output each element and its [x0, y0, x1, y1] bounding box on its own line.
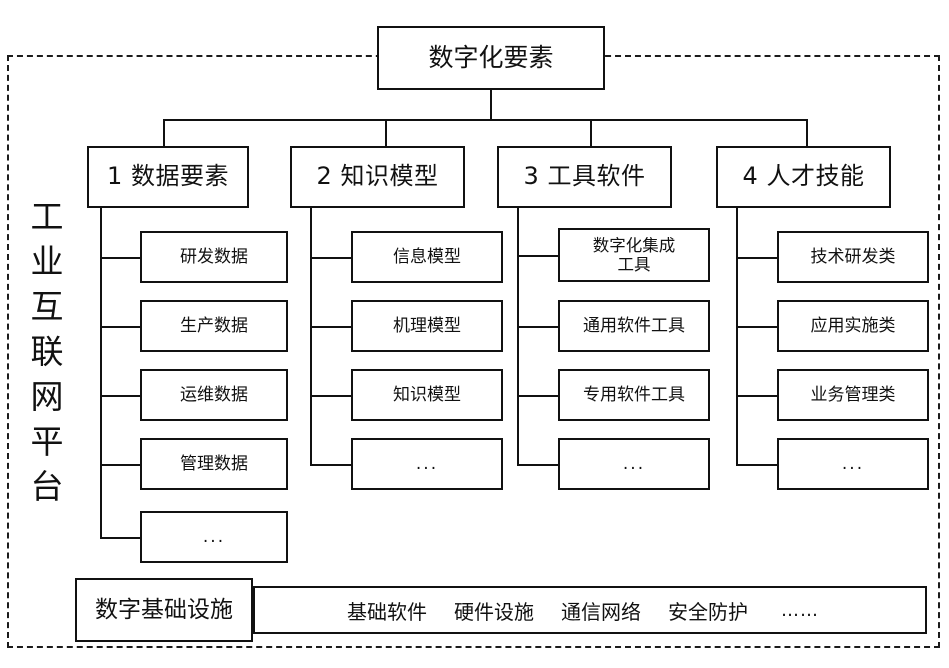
- connector-stub-3-4: [517, 464, 559, 466]
- category-node-talent-skills[interactable]: 4 人才技能: [716, 146, 891, 208]
- leaf-node[interactable]: 知识模型: [351, 369, 503, 421]
- connector-stub-2-1: [310, 257, 352, 259]
- leaf-node[interactable]: 机理模型: [351, 300, 503, 352]
- infrastructure-item[interactable]: 安全防护: [668, 599, 748, 624]
- leaf-node-more[interactable]: ...: [140, 511, 288, 563]
- connector-root-drop: [490, 90, 492, 120]
- leaf-node[interactable]: 数字化集成 工具: [558, 228, 710, 282]
- infrastructure-item[interactable]: 通信网络: [561, 599, 641, 624]
- leaf-node-more[interactable]: ...: [351, 438, 503, 490]
- platform-label-char: 工: [30, 197, 64, 236]
- connector-stub-4-4: [736, 464, 778, 466]
- connector-stub-2-3: [310, 395, 352, 397]
- category-node-knowledge-models[interactable]: 2 知识模型: [290, 146, 465, 208]
- connector-stub-1-1: [100, 257, 141, 259]
- connector-drop-1: [163, 119, 165, 148]
- connector-stub-4-3: [736, 395, 778, 397]
- leaf-node[interactable]: 信息模型: [351, 231, 503, 283]
- connector-rail-1: [100, 208, 102, 539]
- infrastructure-label[interactable]: 数字基础设施: [75, 578, 253, 642]
- platform-label-char: 平: [30, 422, 64, 461]
- infrastructure-items: 基础软件 硬件设施 通信网络 安全防护 ……: [347, 596, 819, 625]
- connector-drop-2: [385, 119, 387, 148]
- connector-rail-4: [736, 208, 738, 465]
- platform-label-char: 业: [30, 242, 64, 281]
- connector-stub-1-3: [100, 395, 141, 397]
- leaf-node[interactable]: 研发数据: [140, 231, 288, 283]
- platform-label-char: 台: [30, 467, 64, 506]
- leaf-node-more[interactable]: ...: [558, 438, 710, 490]
- leaf-node-more[interactable]: ...: [777, 438, 929, 490]
- leaf-node[interactable]: 运维数据: [140, 369, 288, 421]
- infrastructure-item[interactable]: 基础软件: [347, 599, 427, 624]
- connector-bus: [163, 119, 808, 121]
- connector-stub-4-1: [736, 257, 778, 259]
- category-node-tool-software[interactable]: 3 工具软件: [497, 146, 672, 208]
- connector-rail-3: [517, 208, 519, 465]
- connector-stub-1-2: [100, 326, 141, 328]
- platform-label: 工 业 互 联 网 平 台: [18, 200, 76, 503]
- connector-stub-2-2: [310, 326, 352, 328]
- infrastructure-item[interactable]: 硬件设施: [454, 599, 534, 624]
- platform-label-char: 联: [30, 332, 64, 371]
- leaf-node[interactable]: 生产数据: [140, 300, 288, 352]
- connector-stub-2-4: [310, 464, 352, 466]
- platform-label-char: 互: [30, 287, 64, 326]
- root-node-digital-elements[interactable]: 数字化要素: [377, 26, 605, 90]
- infrastructure-item-more: ……: [781, 599, 819, 621]
- connector-drop-3: [590, 119, 592, 148]
- leaf-node[interactable]: 应用实施类: [777, 300, 929, 352]
- connector-stub-3-3: [517, 395, 559, 397]
- infrastructure-bar: 基础软件 硬件设施 通信网络 安全防护 ……: [253, 586, 927, 634]
- leaf-node[interactable]: 业务管理类: [777, 369, 929, 421]
- connector-stub-3-1: [517, 255, 559, 257]
- leaf-node[interactable]: 技术研发类: [777, 231, 929, 283]
- platform-label-char: 网: [30, 377, 64, 416]
- connector-rail-2: [310, 208, 312, 465]
- connector-stub-3-2: [517, 326, 559, 328]
- connector-stub-1-5: [100, 537, 141, 539]
- connector-drop-4: [806, 119, 808, 148]
- connector-stub-1-4: [100, 464, 141, 466]
- category-node-data-elements[interactable]: 1 数据要素: [87, 146, 249, 208]
- leaf-node[interactable]: 管理数据: [140, 438, 288, 490]
- leaf-node[interactable]: 专用软件工具: [558, 369, 710, 421]
- leaf-node[interactable]: 通用软件工具: [558, 300, 710, 352]
- connector-stub-4-2: [736, 326, 778, 328]
